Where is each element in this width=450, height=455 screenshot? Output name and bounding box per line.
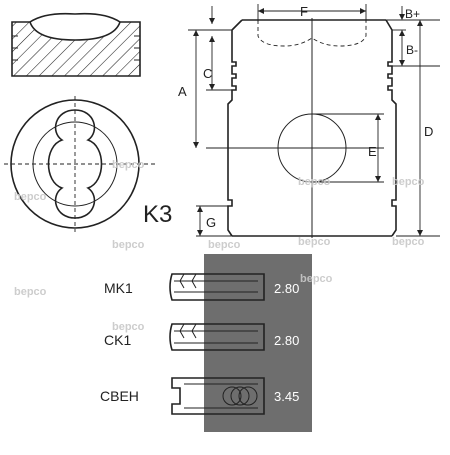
dimension-b-minus-label: B-	[406, 43, 418, 57]
dimension-b-plus-label: B+	[405, 7, 420, 21]
combustion-bowl-hidden	[257, 20, 367, 47]
watermark-9: bepco	[14, 286, 47, 298]
dimension-d-label: D	[424, 124, 433, 139]
dimension-f-label: F	[300, 4, 308, 19]
dimension-e-label: E	[368, 144, 377, 159]
dimension-e: E	[312, 113, 384, 183]
crown-bowl-curve	[29, 12, 121, 23]
ring-ck1-profile	[169, 323, 265, 351]
ring-cbeh-expander-2	[230, 386, 250, 406]
crown-hatched-body	[12, 22, 140, 76]
ring-cbeh: CBEH 3.45	[100, 377, 299, 415]
ring-cbeh-expander-3	[238, 386, 258, 406]
piston-outline-left	[227, 19, 243, 237]
watermark-5: bepco	[298, 176, 331, 188]
watermark-4: bepco	[208, 239, 241, 251]
dimension-a-label: A	[178, 84, 187, 99]
ring-ck1: CK1 2.80	[104, 323, 299, 351]
ring-ck1-thickness: 2.80	[274, 333, 299, 348]
piston-side-profile	[206, 18, 397, 238]
dimension-a: A	[178, 29, 232, 148]
watermark-2: bepco	[112, 159, 145, 171]
dimension-top-tick	[204, 6, 232, 31]
ring-cbeh-thickness: 3.45	[274, 389, 299, 404]
watermark-7: bepco	[392, 176, 425, 188]
watermark-10: bepco	[300, 273, 333, 285]
dimension-c: C	[203, 36, 232, 91]
ring-cbeh-name: CBEH	[100, 388, 139, 404]
watermark-3: bepco	[112, 239, 145, 251]
ring-ck1-name: CK1	[104, 332, 131, 348]
dimension-b-plus: B+	[382, 6, 440, 21]
piston-outline-right	[385, 19, 397, 237]
watermark-8: bepco	[392, 236, 425, 248]
dimension-g: G	[196, 205, 232, 237]
crown-outline	[11, 21, 141, 77]
ring-mk1-thickness: 2.80	[274, 281, 299, 296]
watermark-6: bepco	[298, 236, 331, 248]
ring-mk1-name: MK1	[104, 280, 133, 296]
watermarks: bepco bepco bepco bepco bepco bepco bepc…	[14, 159, 425, 333]
ring-mk1-profile	[169, 273, 265, 301]
dimension-b-minus: B-	[392, 29, 440, 67]
ring-mk1: MK1 2.80	[104, 273, 299, 301]
piston-crown-section	[11, 12, 141, 77]
dimension-d: D	[396, 20, 440, 237]
watermark-1: bepco	[14, 191, 47, 203]
dimension-g-label: G	[206, 215, 216, 230]
watermark-11: bepco	[112, 321, 145, 333]
dimension-f: F	[257, 4, 367, 22]
piston-top-view	[4, 96, 156, 232]
ring-cbeh-expander-1	[222, 386, 242, 406]
ring-cbeh-profile	[171, 377, 265, 415]
dimension-c-label: C	[203, 66, 212, 81]
model-code-label: K3	[143, 201, 172, 228]
